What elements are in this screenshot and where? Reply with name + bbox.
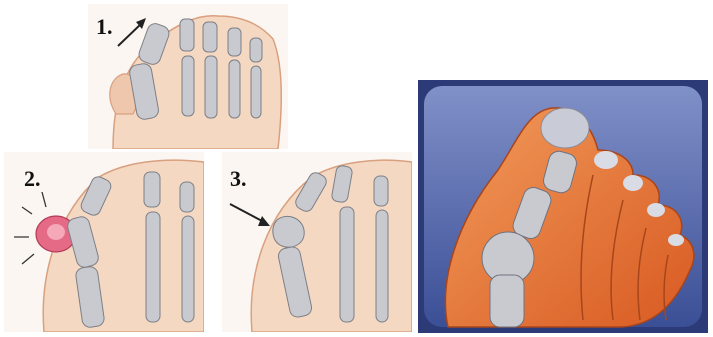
stage-2-label: 2.: [24, 166, 41, 192]
panel-stage-1: 1.: [88, 4, 288, 149]
stage-3-label: 3.: [230, 166, 247, 192]
foot-bone-rendering: [418, 80, 708, 333]
foot-illustration-stage-1: [88, 4, 288, 149]
stage-1-label: 1.: [96, 14, 113, 40]
panel-stage-2: 2.: [4, 152, 204, 332]
panel-stage-3: 3.: [222, 152, 412, 332]
panel-xray-foot: [418, 80, 708, 333]
foot-illustration-stage-3: [222, 152, 412, 332]
